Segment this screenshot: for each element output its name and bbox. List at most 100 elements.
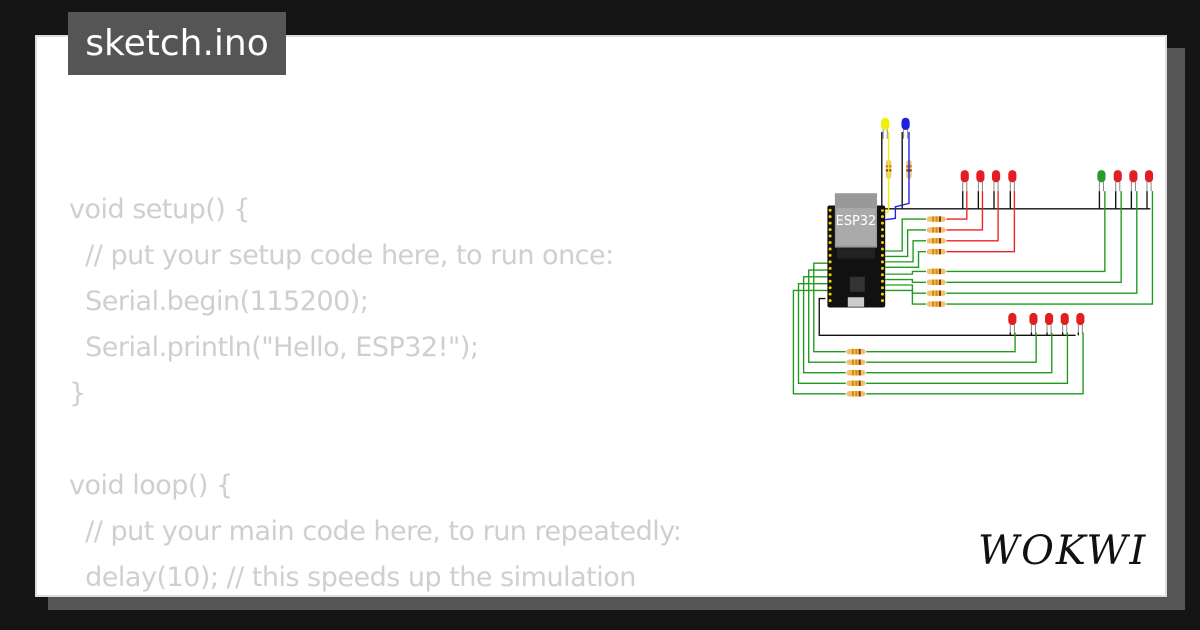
wire — [885, 229, 927, 258]
wire — [885, 131, 910, 221]
wire — [797, 282, 846, 384]
resistor-band — [858, 391, 861, 397]
led — [1008, 312, 1017, 326]
resistor-band — [851, 359, 854, 365]
resistor-band — [935, 279, 938, 285]
resistor-band — [858, 370, 861, 376]
pin — [880, 279, 884, 283]
wire — [808, 269, 846, 363]
pin — [828, 221, 832, 225]
pin — [828, 299, 832, 303]
code-line: Serial.begin(115200); — [69, 286, 369, 317]
code-background: void setup() { // put your setup code he… — [69, 187, 682, 595]
resistor-band — [858, 359, 861, 365]
resistor-band — [938, 279, 941, 285]
resistor-band — [855, 359, 858, 365]
preview-card: void setup() { // put your setup code he… — [35, 35, 1167, 597]
wire — [866, 332, 1037, 363]
code-line: void setup() { — [69, 194, 251, 225]
resistor-band — [938, 227, 941, 233]
code-line: ​ — [69, 417, 681, 463]
resistor-band — [935, 290, 938, 296]
wire — [946, 191, 1122, 283]
led — [1144, 170, 1154, 183]
resistor-band — [851, 391, 854, 397]
pin — [828, 215, 832, 219]
wire — [802, 276, 846, 374]
wire — [813, 262, 846, 353]
resistor-band — [935, 248, 938, 255]
wire — [885, 270, 927, 275]
pin — [828, 266, 832, 270]
wire — [792, 289, 846, 395]
led — [1045, 312, 1054, 326]
wokwi-logo: WOKWI — [978, 528, 1148, 574]
esp32-board: ESP32 — [827, 193, 886, 308]
wire — [866, 332, 1053, 374]
resistor-band — [858, 380, 861, 386]
pin — [828, 208, 832, 212]
resistor-band — [855, 391, 858, 397]
resistor-band — [932, 290, 935, 296]
resistor-band — [935, 216, 938, 222]
file-title: sketch.ino — [68, 12, 286, 75]
resistor-band — [935, 238, 938, 244]
code-line: Serial.println("Hello, ESP32!"); — [69, 332, 479, 363]
wire — [885, 278, 927, 283]
wire — [946, 191, 1106, 273]
code-line: // put your main code here, to run repea… — [69, 516, 682, 547]
pin — [880, 234, 884, 238]
wire — [946, 191, 1138, 294]
resistor-band — [932, 238, 935, 244]
led — [1129, 170, 1138, 183]
pin — [828, 279, 832, 283]
resistor-band — [851, 348, 854, 355]
resistor-band — [932, 227, 935, 233]
pin — [828, 260, 832, 264]
pin — [828, 253, 832, 257]
wire — [818, 297, 1076, 337]
led — [881, 117, 890, 130]
resistor-band — [855, 380, 858, 386]
resistor-band — [935, 227, 938, 233]
resistor-band — [938, 238, 941, 244]
resistor-band — [938, 268, 941, 275]
led — [1113, 170, 1122, 183]
led — [901, 117, 910, 130]
resistor-band — [851, 370, 854, 376]
wire — [866, 332, 1069, 384]
resistor-band — [932, 216, 935, 222]
pin — [880, 299, 884, 303]
pin — [880, 260, 884, 264]
led — [1029, 312, 1038, 326]
resistor-band — [938, 216, 941, 222]
pin — [828, 273, 832, 277]
resistor-band — [858, 348, 861, 355]
pin — [828, 228, 832, 232]
resistor-band — [855, 370, 858, 376]
led — [960, 170, 969, 183]
wire — [884, 131, 890, 215]
pin — [880, 292, 884, 296]
wire — [946, 191, 1016, 253]
resistor-band — [938, 248, 941, 255]
code-line: delay(10); // this speeds up the simulat… — [69, 562, 636, 593]
wire — [946, 191, 984, 231]
pin — [880, 215, 884, 219]
wire — [885, 284, 927, 294]
circuit-group: ESP32 — [792, 117, 1154, 397]
code-line: void loop() { — [69, 470, 233, 501]
wire — [885, 250, 927, 268]
circuit-parts — [792, 117, 1154, 397]
led — [1008, 170, 1017, 183]
resistor-band — [855, 348, 858, 355]
led — [991, 170, 1001, 183]
code-line: // put your setup code here, to run once… — [69, 240, 614, 271]
wire — [946, 191, 968, 220]
pin — [880, 221, 884, 225]
pin — [880, 247, 884, 251]
pin — [828, 292, 832, 296]
led — [976, 170, 985, 183]
resistor-band — [851, 380, 854, 386]
